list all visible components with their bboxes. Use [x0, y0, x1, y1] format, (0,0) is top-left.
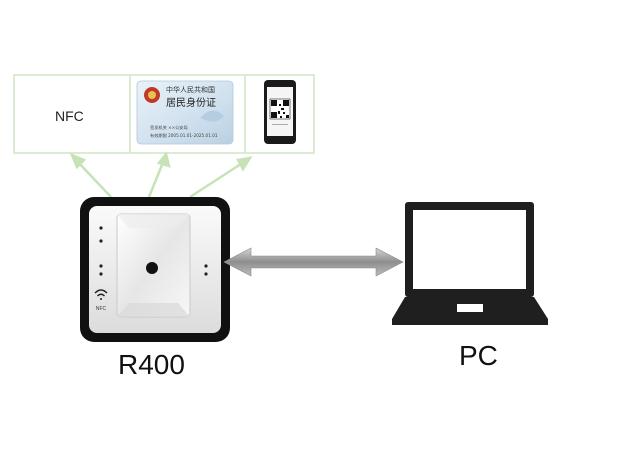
laptop-screen [413, 210, 526, 289]
id-card-line-2: 有效期限 2005.01.01-2025.01.01 [150, 132, 218, 139]
id-card-title: 中华人民共和国 [166, 85, 215, 94]
scan-arrows [69, 151, 253, 199]
reader-nfc-mark: NFC [96, 306, 107, 312]
nfc-label: NFC [55, 108, 84, 124]
id-card-subtitle: 居民身份证 [166, 96, 216, 109]
phone-qr [264, 80, 296, 144]
r400-reader: NFC [80, 197, 230, 342]
pc-label: PC [459, 340, 498, 371]
qr-code-icon [269, 98, 291, 120]
indicator-leds [99, 226, 208, 276]
id-card-line-1: 签发机关 ××公安局 [150, 124, 188, 131]
laptop-pc [392, 202, 548, 325]
id-card: 中华人民共和国 居民身份证 签发机关 ××公安局 有效期限 2005.01.01… [136, 80, 234, 145]
r400-label: R400 [118, 349, 185, 380]
connection-arrow [223, 247, 404, 277]
laptop-touchpad [457, 304, 483, 312]
camera-lens-icon [146, 262, 158, 274]
wifi-signal-icon [94, 289, 108, 300]
